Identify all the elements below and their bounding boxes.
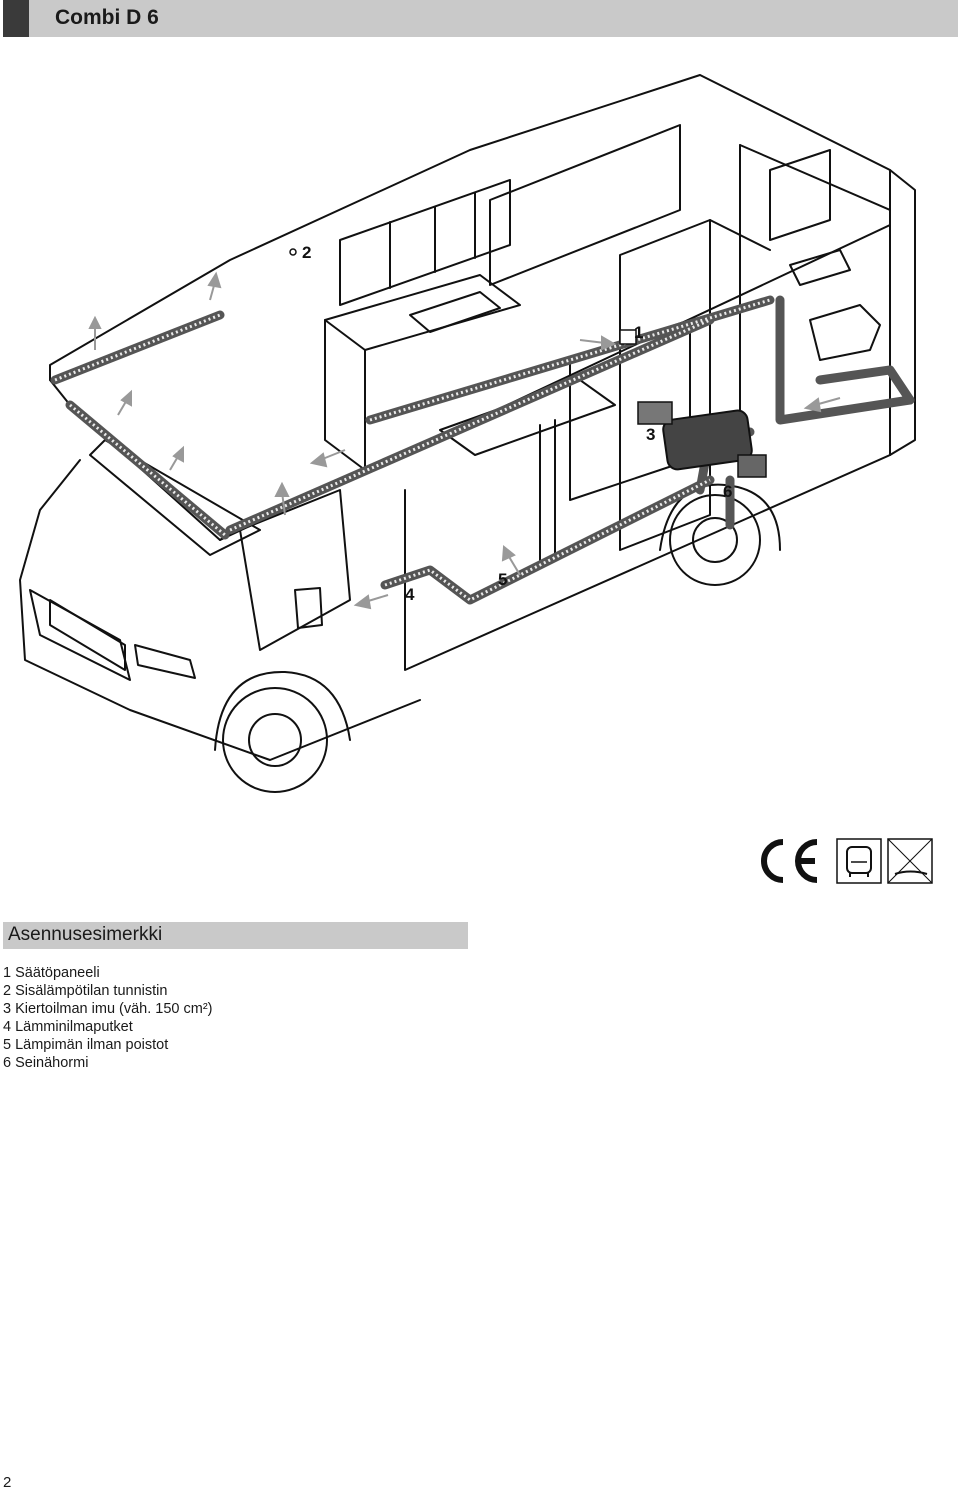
cab-door bbox=[239, 489, 351, 651]
overhead-cabinet bbox=[339, 179, 511, 306]
ce-mark-icon bbox=[761, 839, 818, 883]
rear-corner bbox=[739, 144, 891, 211]
kitchen-counter bbox=[324, 274, 521, 351]
page-title: Combi D 6 bbox=[55, 6, 159, 29]
callout-3: 3 bbox=[646, 425, 655, 444]
motorhome-installation-illustration: 2 1 3 6 4 5 bbox=[19, 74, 916, 793]
section-heading-bar: Asennusesimerkki bbox=[3, 922, 468, 949]
legend-item: 2 Sisälämpötilan tunnistin bbox=[3, 983, 168, 999]
legend-item: 6 Seinähormi bbox=[3, 1055, 89, 1071]
header-bar: Combi D 6 bbox=[3, 0, 958, 37]
rear-wheel-hub bbox=[692, 517, 738, 563]
washbasin bbox=[789, 249, 851, 286]
certification-marks bbox=[761, 838, 933, 884]
rear-wheel bbox=[669, 494, 761, 586]
callout-4: 4 bbox=[405, 585, 415, 604]
callout-2: 2 bbox=[302, 243, 311, 262]
legend-list: 1 Säätöpaneeli 2 Sisälämpötilan tunnisti… bbox=[3, 964, 213, 1072]
bathroom-shelves bbox=[769, 149, 831, 241]
front-wheel-arch bbox=[214, 670, 351, 751]
marine-approval-icon bbox=[887, 838, 933, 884]
kitchen-cabinet bbox=[324, 319, 366, 471]
toilet bbox=[809, 304, 881, 361]
vehicle-approval-icon bbox=[836, 838, 882, 884]
cab-windshield bbox=[89, 439, 261, 556]
legend-item: 4 Lämminilmaputket bbox=[3, 1019, 133, 1035]
wardrobe bbox=[619, 219, 711, 551]
cab-outline bbox=[19, 459, 421, 761]
side-mirror bbox=[294, 587, 323, 629]
sink bbox=[409, 291, 501, 333]
callout-1: 1 bbox=[634, 323, 643, 342]
cabinet-dividers bbox=[389, 192, 476, 289]
callout-5: 5 bbox=[498, 570, 507, 589]
side-wall-lower bbox=[404, 454, 891, 671]
front-wheel bbox=[222, 687, 328, 793]
duct-rear bbox=[775, 295, 915, 425]
window bbox=[489, 124, 681, 286]
body-roof-outline bbox=[49, 74, 916, 456]
rear-wheel-arch bbox=[659, 483, 781, 551]
heater-unit bbox=[619, 329, 767, 478]
callout-6: 6 bbox=[723, 482, 732, 501]
table-leg bbox=[539, 419, 556, 561]
front-wheel-hub bbox=[248, 713, 302, 767]
duct-alcove bbox=[50, 310, 225, 385]
duct-bath bbox=[815, 365, 915, 405]
cab-headlight bbox=[134, 644, 196, 679]
cab-grille bbox=[49, 599, 126, 671]
section-title: Asennusesimerkki bbox=[8, 924, 163, 945]
legend-item: 5 Lämpimän ilman poistot bbox=[3, 1037, 169, 1053]
legend-item: 3 Kiertoilman imu (väh. 150 cm²) bbox=[3, 1001, 213, 1017]
header-accent-block bbox=[3, 0, 29, 37]
page-number: 2 bbox=[3, 1474, 12, 1491]
cab-hood bbox=[29, 589, 131, 681]
duct-cabinet bbox=[365, 295, 775, 425]
legend-item: 1 Säätöpaneeli bbox=[3, 965, 100, 981]
